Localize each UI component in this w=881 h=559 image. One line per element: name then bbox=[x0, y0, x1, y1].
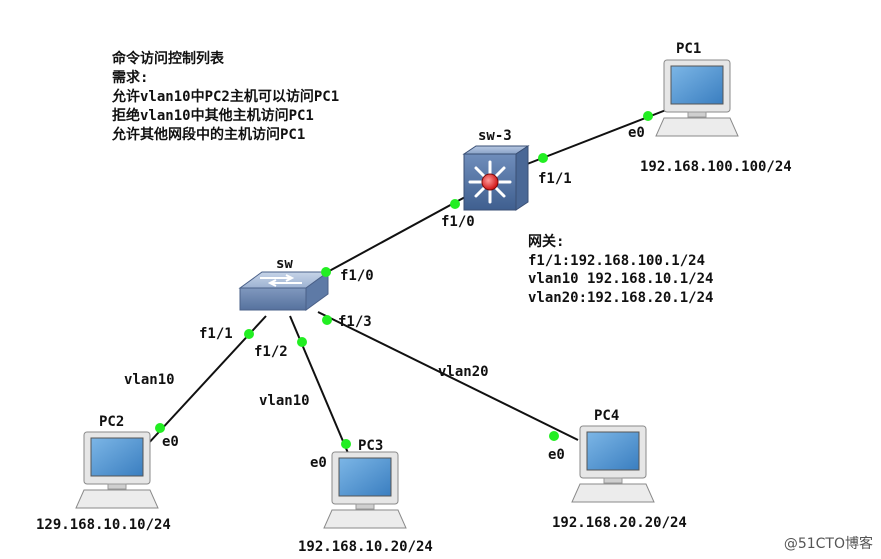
pc3-ip: 192.168.10.20/24 bbox=[298, 539, 433, 555]
port-dot bbox=[321, 267, 331, 277]
port-dot bbox=[341, 439, 351, 449]
sw3-label: sw-3 bbox=[478, 128, 512, 144]
requirements-note: 命令访问控制列表 需求: 允许vlan10中PC2主机可以访问PC1 拒绝vla… bbox=[112, 50, 339, 145]
pc3-label: PC3 bbox=[358, 438, 384, 454]
gateway-line: vlan20:192.168.20.1/24 bbox=[528, 289, 714, 306]
pc2-ip: 129.168.10.10/24 bbox=[36, 517, 171, 533]
vlan-label: vlan10 bbox=[259, 393, 310, 409]
port-label: f1/3 bbox=[338, 314, 372, 330]
port-label: f1/1 bbox=[538, 171, 572, 187]
note-line: 需求: bbox=[112, 70, 149, 86]
note-line: 允许其他网段中的主机访问PC1 bbox=[112, 127, 306, 143]
port-dot bbox=[322, 315, 332, 325]
port-dot bbox=[549, 431, 559, 441]
sw3[interactable] bbox=[462, 145, 530, 211]
note-line: 拒绝vlan10中其他主机访问PC1 bbox=[112, 108, 314, 124]
watermark: @51CTO博客 bbox=[783, 536, 873, 552]
port-dot bbox=[538, 153, 548, 163]
pc2[interactable] bbox=[75, 431, 159, 509]
sw[interactable] bbox=[238, 271, 330, 311]
computer-icon bbox=[655, 59, 739, 137]
link-sw-pc4 bbox=[317, 311, 579, 441]
pc1-label: PC1 bbox=[676, 41, 702, 57]
pc4-ip: 192.168.20.20/24 bbox=[552, 515, 687, 531]
vlan-label: vlan20 bbox=[438, 364, 489, 380]
gateway-note: 网关: f1/1:192.168.100.1/24 vlan10 192.168… bbox=[528, 233, 713, 307]
note-line: 允许vlan10中PC2主机可以访问PC1 bbox=[112, 89, 340, 105]
port-dot bbox=[643, 111, 653, 121]
gateway-line: f1/1:192.168.100.1/24 bbox=[528, 252, 706, 269]
port-label: f1/0 bbox=[340, 268, 374, 284]
pc4[interactable] bbox=[571, 425, 655, 503]
pc3[interactable] bbox=[323, 451, 407, 529]
port-label: f1/1 bbox=[199, 326, 233, 342]
switch-icon bbox=[238, 271, 330, 311]
pc4-label: PC4 bbox=[594, 408, 620, 424]
port-label: e0 bbox=[310, 455, 327, 471]
port-dot bbox=[297, 337, 307, 347]
port-label: e0 bbox=[628, 125, 645, 141]
link-sw-pc3 bbox=[289, 315, 349, 454]
multilayer-switch-icon bbox=[462, 145, 530, 211]
pc1-ip: 192.168.100.100/24 bbox=[640, 159, 792, 175]
port-label: f1/2 bbox=[254, 344, 288, 360]
sw-label: sw bbox=[276, 256, 293, 272]
pc1[interactable] bbox=[655, 59, 739, 137]
pc2-label: PC2 bbox=[99, 414, 125, 430]
port-dot bbox=[244, 329, 254, 339]
vlan-label: vlan10 bbox=[124, 372, 175, 388]
port-dot bbox=[155, 423, 165, 433]
computer-icon bbox=[75, 431, 159, 509]
port-label: e0 bbox=[548, 447, 565, 463]
gateway-title: 网关: bbox=[528, 234, 565, 250]
computer-icon bbox=[323, 451, 407, 529]
port-dot bbox=[450, 199, 460, 209]
port-label: e0 bbox=[162, 434, 179, 450]
computer-icon bbox=[571, 425, 655, 503]
gateway-line: vlan10 192.168.10.1/24 bbox=[528, 271, 714, 287]
note-line: 命令访问控制列表 bbox=[112, 51, 224, 67]
port-label: f1/0 bbox=[441, 214, 475, 230]
